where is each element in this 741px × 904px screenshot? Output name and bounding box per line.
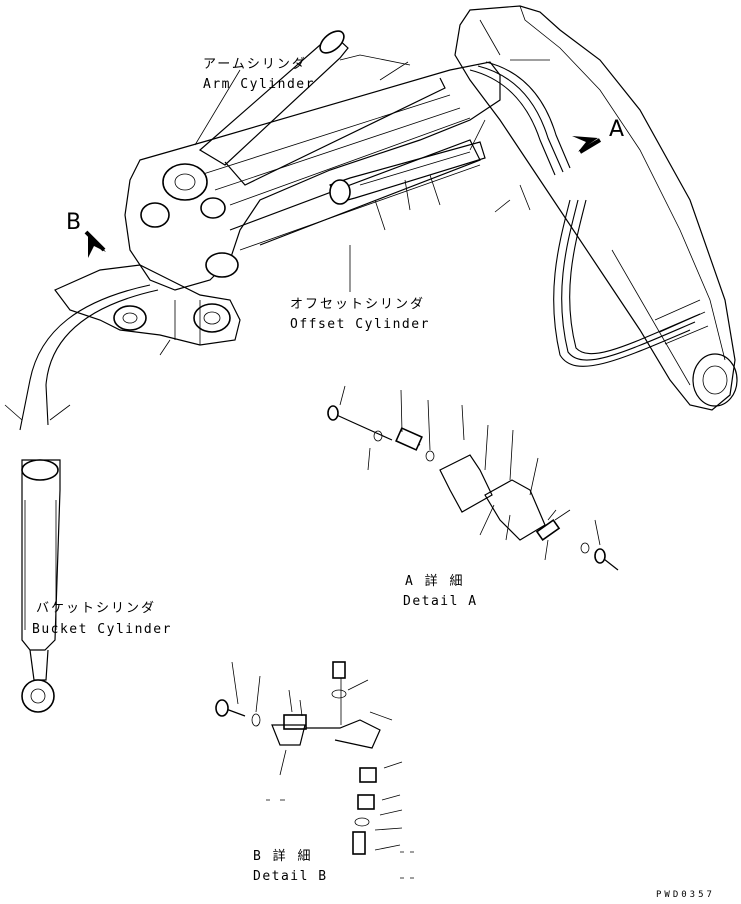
offset-cylinder-label-jp: オフセットシリンダ <box>290 297 425 312</box>
arm-cylinder-label-en: Arm Cylinder <box>203 77 315 92</box>
offset-cylinder <box>329 141 486 205</box>
bucket-cylinder <box>21 459 61 713</box>
boom-structure <box>54 61 501 346</box>
arm-cylinder <box>198 30 446 186</box>
arm-structure <box>454 5 738 411</box>
view-arrow-a <box>572 136 602 154</box>
detail-a-label-en: Detail A <box>403 594 478 609</box>
view-a-label: A <box>609 117 624 142</box>
view-arrow-b <box>84 230 106 258</box>
bucket-cylinder-label-jp: バケットシリンダ <box>36 601 156 616</box>
detail-b-parts <box>215 661 414 879</box>
detail-a-parts <box>327 385 619 571</box>
offset-cylinder-label-en: Offset Cylinder <box>290 317 430 332</box>
arm-cylinder-label-jp: アームシリンダ <box>203 57 307 72</box>
bucket-cylinder-label-en: Bucket Cylinder <box>32 622 172 637</box>
drawing-code: PWD0357 <box>656 890 715 899</box>
hydraulic-hoses <box>19 61 701 431</box>
detail-b-label-jp: B 詳 細 <box>253 848 312 864</box>
leader-lines <box>4 19 550 421</box>
detail-b-label-en: Detail B <box>253 869 328 884</box>
detail-a-label-jp: A 詳 細 <box>405 573 464 589</box>
view-b-label: B <box>66 210 81 235</box>
